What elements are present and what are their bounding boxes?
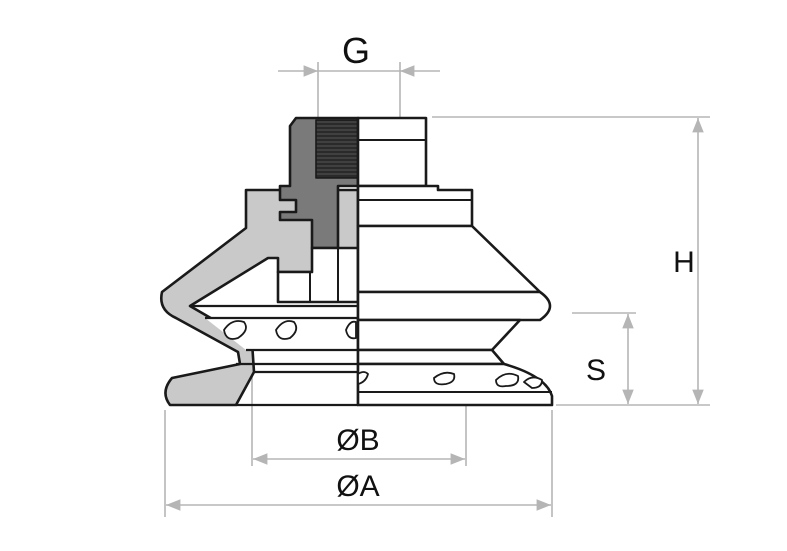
inner-insert-step-2 <box>309 248 339 302</box>
lip-slot-4 <box>523 376 543 389</box>
lip-slot-1 <box>357 371 369 385</box>
vent-slot-1 <box>223 320 247 340</box>
suction-lip <box>356 362 554 407</box>
dimension-label-g: G <box>342 30 370 71</box>
bellows-fold <box>356 318 522 352</box>
fitting-top <box>356 116 428 188</box>
dimension-label-s: S <box>586 354 606 387</box>
collar <box>356 184 474 228</box>
exterior-view-right <box>356 116 554 407</box>
bellows-fold-neck <box>356 348 506 366</box>
lip-slot-3 <box>495 372 520 388</box>
vent-slot-3 <box>345 320 357 340</box>
dimension-label-h: H <box>673 246 695 279</box>
dimension-label-a: ØA <box>336 470 379 503</box>
lip-slot-2 <box>433 371 456 386</box>
bellows-rim <box>356 290 552 322</box>
thread-section <box>315 119 359 179</box>
cone-upper <box>356 224 542 294</box>
dimension-label-b: ØB <box>336 424 379 457</box>
section-view-left <box>160 116 360 407</box>
vent-slot-2 <box>275 320 298 340</box>
